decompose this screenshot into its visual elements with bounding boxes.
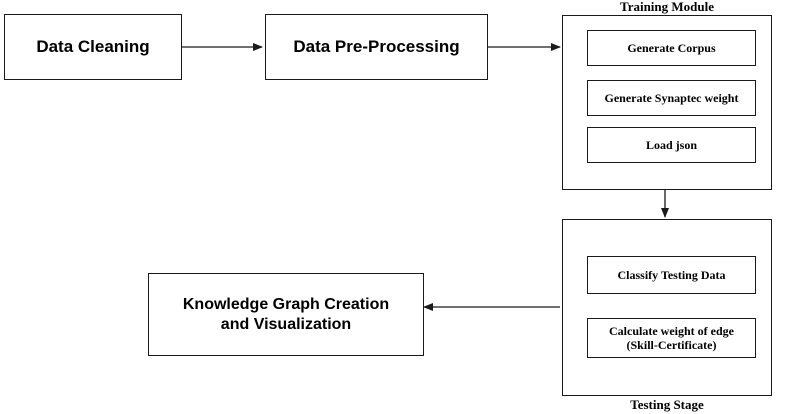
data-cleaning-label: Data Cleaning <box>36 37 150 56</box>
calculate-weight-box: Calculate weight of edge (Skill-Certific… <box>587 318 756 358</box>
knowledge-graph-label-line2: and Visualization <box>220 315 352 333</box>
generate-synaptec-weight-label: Generate Synaptec weight <box>604 90 739 105</box>
generate-corpus-label: Generate Corpus <box>627 40 716 55</box>
testing-stage-title: Testing Stage <box>630 397 704 412</box>
load-json-box: Load json <box>587 127 756 163</box>
calculate-weight-label: Calculate weight of edge <box>609 324 734 338</box>
training-module-title: Training Module <box>619 0 715 14</box>
data-cleaning-box: Data Cleaning <box>4 14 182 80</box>
testing-stage-container <box>562 219 772 396</box>
knowledge-graph-label-line1: Knowledge Graph Creation <box>182 295 390 313</box>
load-json-label: Load json <box>645 137 698 152</box>
generate-corpus-box: Generate Corpus <box>587 30 756 66</box>
data-preprocessing-label: Data Pre-Processing <box>293 37 460 56</box>
classify-testing-data-label: Classify Testing Data <box>617 267 726 282</box>
knowledge-graph-box: Knowledge Graph Creation and Visualizati… <box>148 273 424 356</box>
classify-testing-data-box: Classify Testing Data <box>587 256 756 294</box>
generate-synaptec-weight-box: Generate Synaptec weight <box>587 80 756 116</box>
data-preprocessing-box: Data Pre-Processing <box>265 14 488 80</box>
skill-certificate-label: (Skill-Certificate) <box>626 338 717 352</box>
